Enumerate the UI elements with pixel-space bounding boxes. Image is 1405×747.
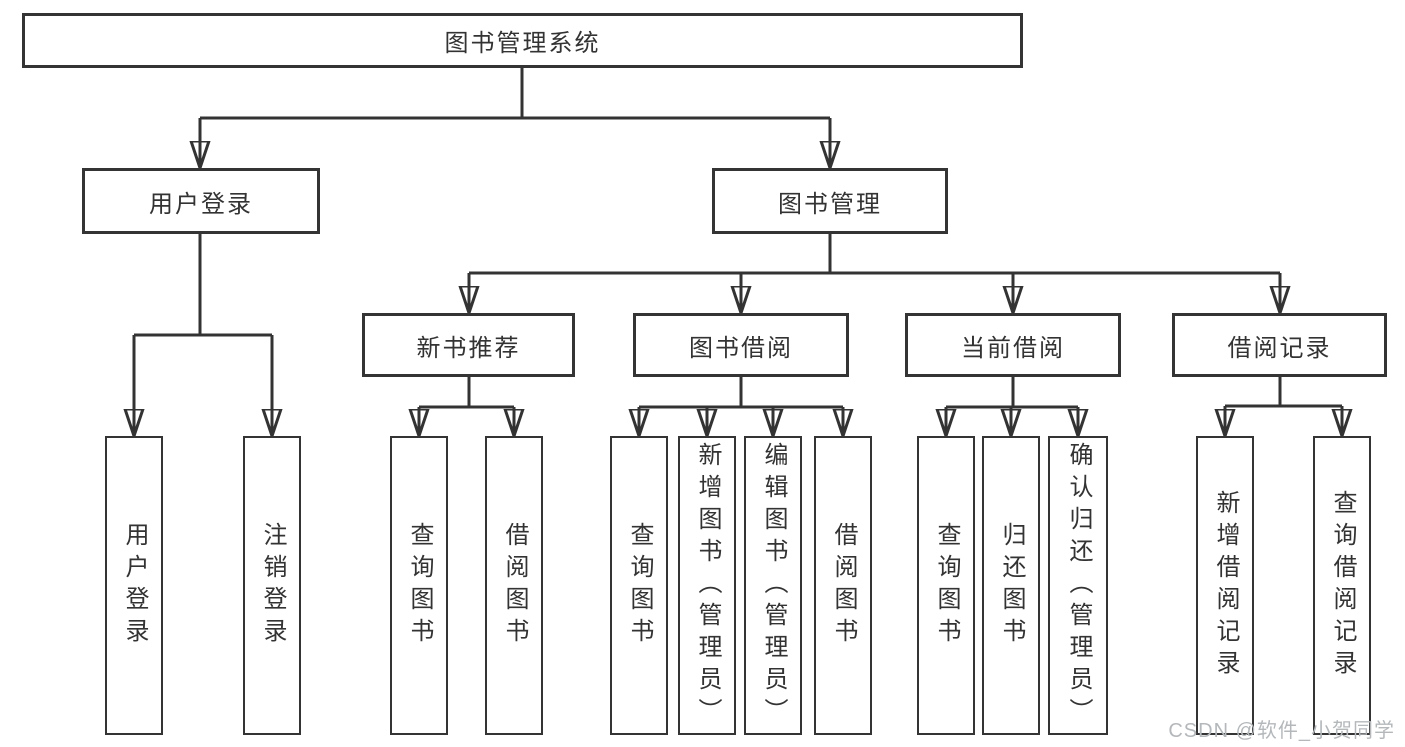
leaf-label: 新增借阅记录 <box>1212 489 1239 682</box>
connector-current-borrowing-children <box>946 377 1078 436</box>
node-leaf-user-login: 用户登录 <box>105 436 163 735</box>
node-library-management-system: 图书管理系统 <box>22 13 1023 68</box>
node-leaf-borrow-books: 借阅图书 <box>814 436 872 735</box>
node-leaf-borrow-books-recommend: 借阅图书 <box>485 436 543 735</box>
leaf-label: 查询图书 <box>406 521 433 650</box>
node-leaf-return-books: 归还图书 <box>982 436 1040 735</box>
node-leaf-query-books-borrowing: 查询图书 <box>610 436 668 735</box>
connector-book-management-children <box>469 234 1280 313</box>
connector-user-login-children <box>134 234 272 436</box>
node-leaf-edit-books-admin: 编辑图书（管理员） <box>744 436 802 735</box>
node-user-login: 用户登录 <box>82 168 320 234</box>
node-leaf-add-borrow-record: 新增借阅记录 <box>1196 436 1254 735</box>
watermark-text: CSDN @软件_小贺同学 <box>1168 720 1395 742</box>
node-leaf-query-books-recommend: 查询图书 <box>390 436 448 735</box>
leaf-label: 查询图书 <box>933 521 960 650</box>
node-new-book-recommend: 新书推荐 <box>362 313 575 377</box>
connector-book-borrowing-children <box>639 377 843 436</box>
connector-borrowing-records-children <box>1225 377 1342 436</box>
leaf-label: 借阅图书 <box>501 521 528 650</box>
connector-new-book-recommend-children <box>419 377 514 436</box>
leaf-label: 借阅图书 <box>830 521 857 650</box>
node-leaf-add-books-admin: 新增图书（管理员） <box>678 436 736 735</box>
node-book-management: 图书管理 <box>712 168 948 234</box>
node-leaf-query-borrow-record: 查询借阅记录 <box>1313 436 1371 735</box>
node-borrowing-records: 借阅记录 <box>1172 313 1387 377</box>
leaf-label: 查询借阅记录 <box>1329 489 1356 682</box>
leaf-label: 确认归还（管理员） <box>1065 441 1092 730</box>
node-book-borrowing: 图书借阅 <box>633 313 849 377</box>
leaf-label: 编辑图书（管理员） <box>760 441 787 730</box>
connector-root-to-level2 <box>200 68 830 168</box>
leaf-label: 查询图书 <box>626 521 653 650</box>
leaf-label: 归还图书 <box>998 521 1025 650</box>
node-leaf-confirm-return-admin: 确认归还（管理员） <box>1048 436 1108 735</box>
leaf-label: 新增图书（管理员） <box>694 441 721 730</box>
node-current-borrowing: 当前借阅 <box>905 313 1121 377</box>
leaf-label: 注销登录 <box>259 521 286 650</box>
leaf-label: 用户登录 <box>121 521 148 650</box>
node-leaf-query-books-current: 查询图书 <box>917 436 975 735</box>
node-leaf-logout: 注销登录 <box>243 436 301 735</box>
